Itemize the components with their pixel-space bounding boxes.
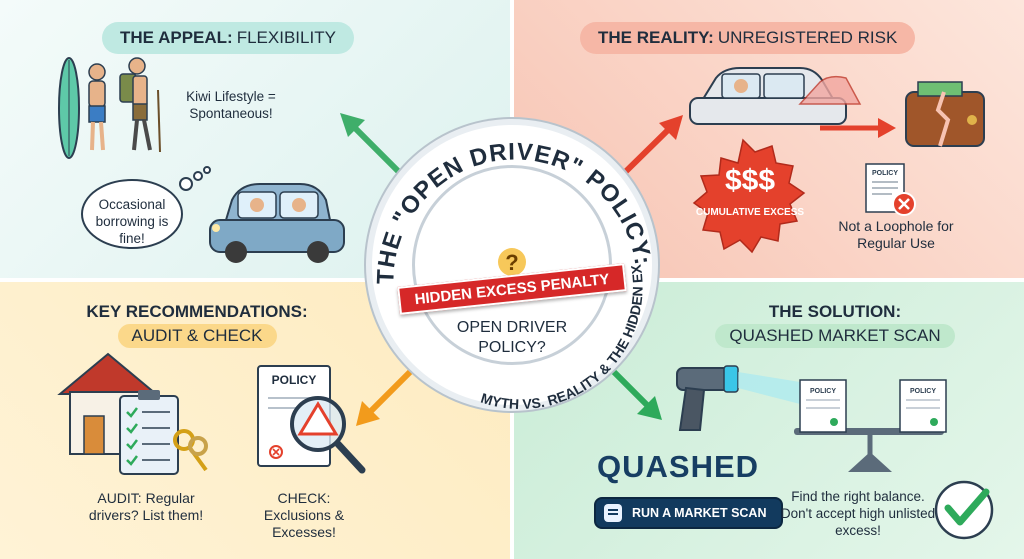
surfer-hiker-icon <box>58 57 161 159</box>
solution-policy-a-label: POLICY <box>810 388 836 395</box>
balance-scale-icon <box>794 379 947 472</box>
appeal-title-light: FLEXIBILITY <box>236 28 336 47</box>
audit-text: AUDIT: Regular drivers? List them! <box>88 490 204 523</box>
reality-title: THE REALITY: UNREGISTERED RISK <box>580 22 916 54</box>
appeal-thought-text: Occasional borrowing is fine! <box>95 197 169 246</box>
policy-magnifier-icon <box>257 365 366 474</box>
center-question: OPEN DRIVER POLICY? <box>456 319 568 356</box>
scanner-gun-icon <box>676 365 800 431</box>
document-list-icon <box>604 504 622 522</box>
keys-icon <box>173 429 208 472</box>
badge-amount: $$$ <box>725 164 775 197</box>
quashed-brand: QUASHED <box>597 449 760 484</box>
reality-title-light: UNREGISTERED RISK <box>717 28 898 47</box>
green-check-icon <box>934 480 994 540</box>
solution-title-line1: THE SOLUTION: <box>768 302 902 321</box>
reality-policy-label: POLICY <box>872 170 898 177</box>
recommendation-policy-label: POLICY <box>272 373 317 387</box>
check-text: CHECK: Exclusions & Excesses! <box>263 490 345 540</box>
recommendations-title: KEY RECOMMENDATIONS: AUDIT & CHECK <box>52 300 342 348</box>
cumulative-excess-badge <box>692 138 806 254</box>
solution-title: THE SOLUTION: QUASHED MARKET SCAN <box>700 300 970 348</box>
arrow-to-appeal-icon <box>340 113 415 188</box>
reality-note: Not a Loophole for Regular Use <box>838 218 954 251</box>
padlock-question-glyph: ? <box>498 248 526 276</box>
arrow-to-recommendations-icon <box>356 367 415 426</box>
appeal-title: THE APPEAL: FLEXIBILITY <box>102 22 354 54</box>
solution-policy-b-label: POLICY <box>910 388 936 395</box>
appeal-lifestyle-text: Kiwi Lifestyle = Spontaneous! <box>186 89 276 121</box>
broken-wallet-icon <box>905 81 985 147</box>
arrow-to-reality-icon <box>609 115 683 188</box>
driver-car-icon <box>689 67 862 125</box>
appeal-title-strong: THE APPEAL: <box>120 28 233 47</box>
reality-title-strong: THE REALITY: <box>598 28 714 47</box>
red-arrow-to-wallet-icon <box>820 118 896 138</box>
recommendations-title-line1: KEY RECOMMENDATIONS: <box>86 302 308 321</box>
recommendations-title-line2: AUDIT & CHECK <box>117 324 277 348</box>
badge-label: CUMULATIVE EXCESS <box>696 207 804 218</box>
padlock-question-text: ? <box>505 250 518 275</box>
policy-doc-x-icon <box>865 163 916 216</box>
arrow-to-solution-icon <box>609 367 662 420</box>
solution-title-line2: QUASHED MARKET SCAN <box>715 324 955 348</box>
run-market-scan-label: RUN A MARKET SCAN <box>632 506 767 520</box>
solution-advice: Find the right balance. Don't accept hig… <box>780 489 936 538</box>
run-market-scan-button[interactable]: RUN A MARKET SCAN <box>594 497 783 529</box>
thought-cloud-icon <box>81 166 211 249</box>
blue-car-icon <box>209 183 345 263</box>
